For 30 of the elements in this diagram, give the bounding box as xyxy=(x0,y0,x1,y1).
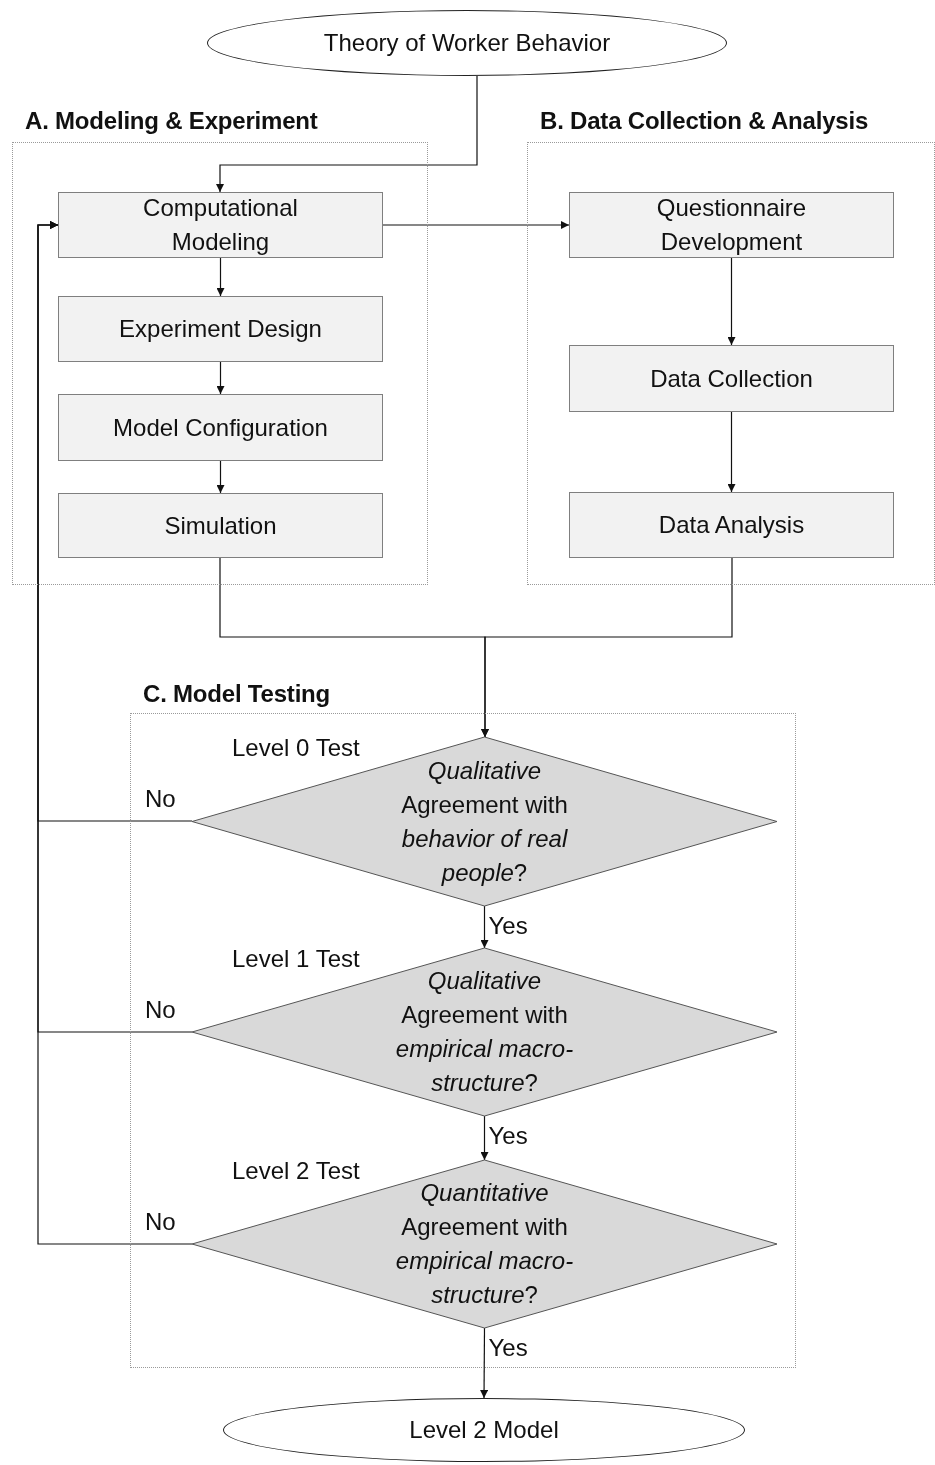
arrow xyxy=(727,411,736,493)
decision-text: Qualitative Agreement with behavior of real people? xyxy=(400,755,569,888)
arrow xyxy=(382,221,570,229)
group-heading: B. Data Collection & Analysis xyxy=(540,106,869,136)
process-box: Data Collection xyxy=(569,345,894,412)
arrow xyxy=(216,75,478,193)
group-heading: C. Model Testing xyxy=(143,679,331,709)
arrow xyxy=(216,257,225,297)
process-box: Model Configuration xyxy=(58,394,383,461)
arrow xyxy=(480,1115,489,1161)
arrow xyxy=(481,557,733,738)
process-box: Data Analysis xyxy=(569,492,894,558)
group-heading: A. Modeling & Experiment xyxy=(25,106,318,136)
test-level-label: Level 2 Test xyxy=(232,1156,360,1186)
decision-text: Quantitative Agreement with empirical macro-structure? xyxy=(394,1178,575,1310)
arrow xyxy=(37,221,193,1245)
arrow xyxy=(216,361,225,395)
terminal-ellipse: Theory of Worker Behavior xyxy=(207,10,727,76)
process-box: Simulation xyxy=(58,493,383,558)
process-box: Experiment Design xyxy=(58,296,383,362)
arrow xyxy=(216,460,225,494)
arrow xyxy=(480,905,489,949)
test-level-label: Level 0 Test xyxy=(232,733,360,763)
test-level-label: Level 1 Test xyxy=(232,944,360,974)
decision-text: Qualitative Agreement with empirical macro-structure? xyxy=(394,966,575,1098)
process-box: Questionnaire Development xyxy=(569,192,894,258)
process-box: Computational Modeling xyxy=(58,192,383,258)
arrow xyxy=(727,257,736,346)
terminal-ellipse: Level 2 Model xyxy=(223,1398,745,1462)
arrow xyxy=(480,1327,489,1399)
